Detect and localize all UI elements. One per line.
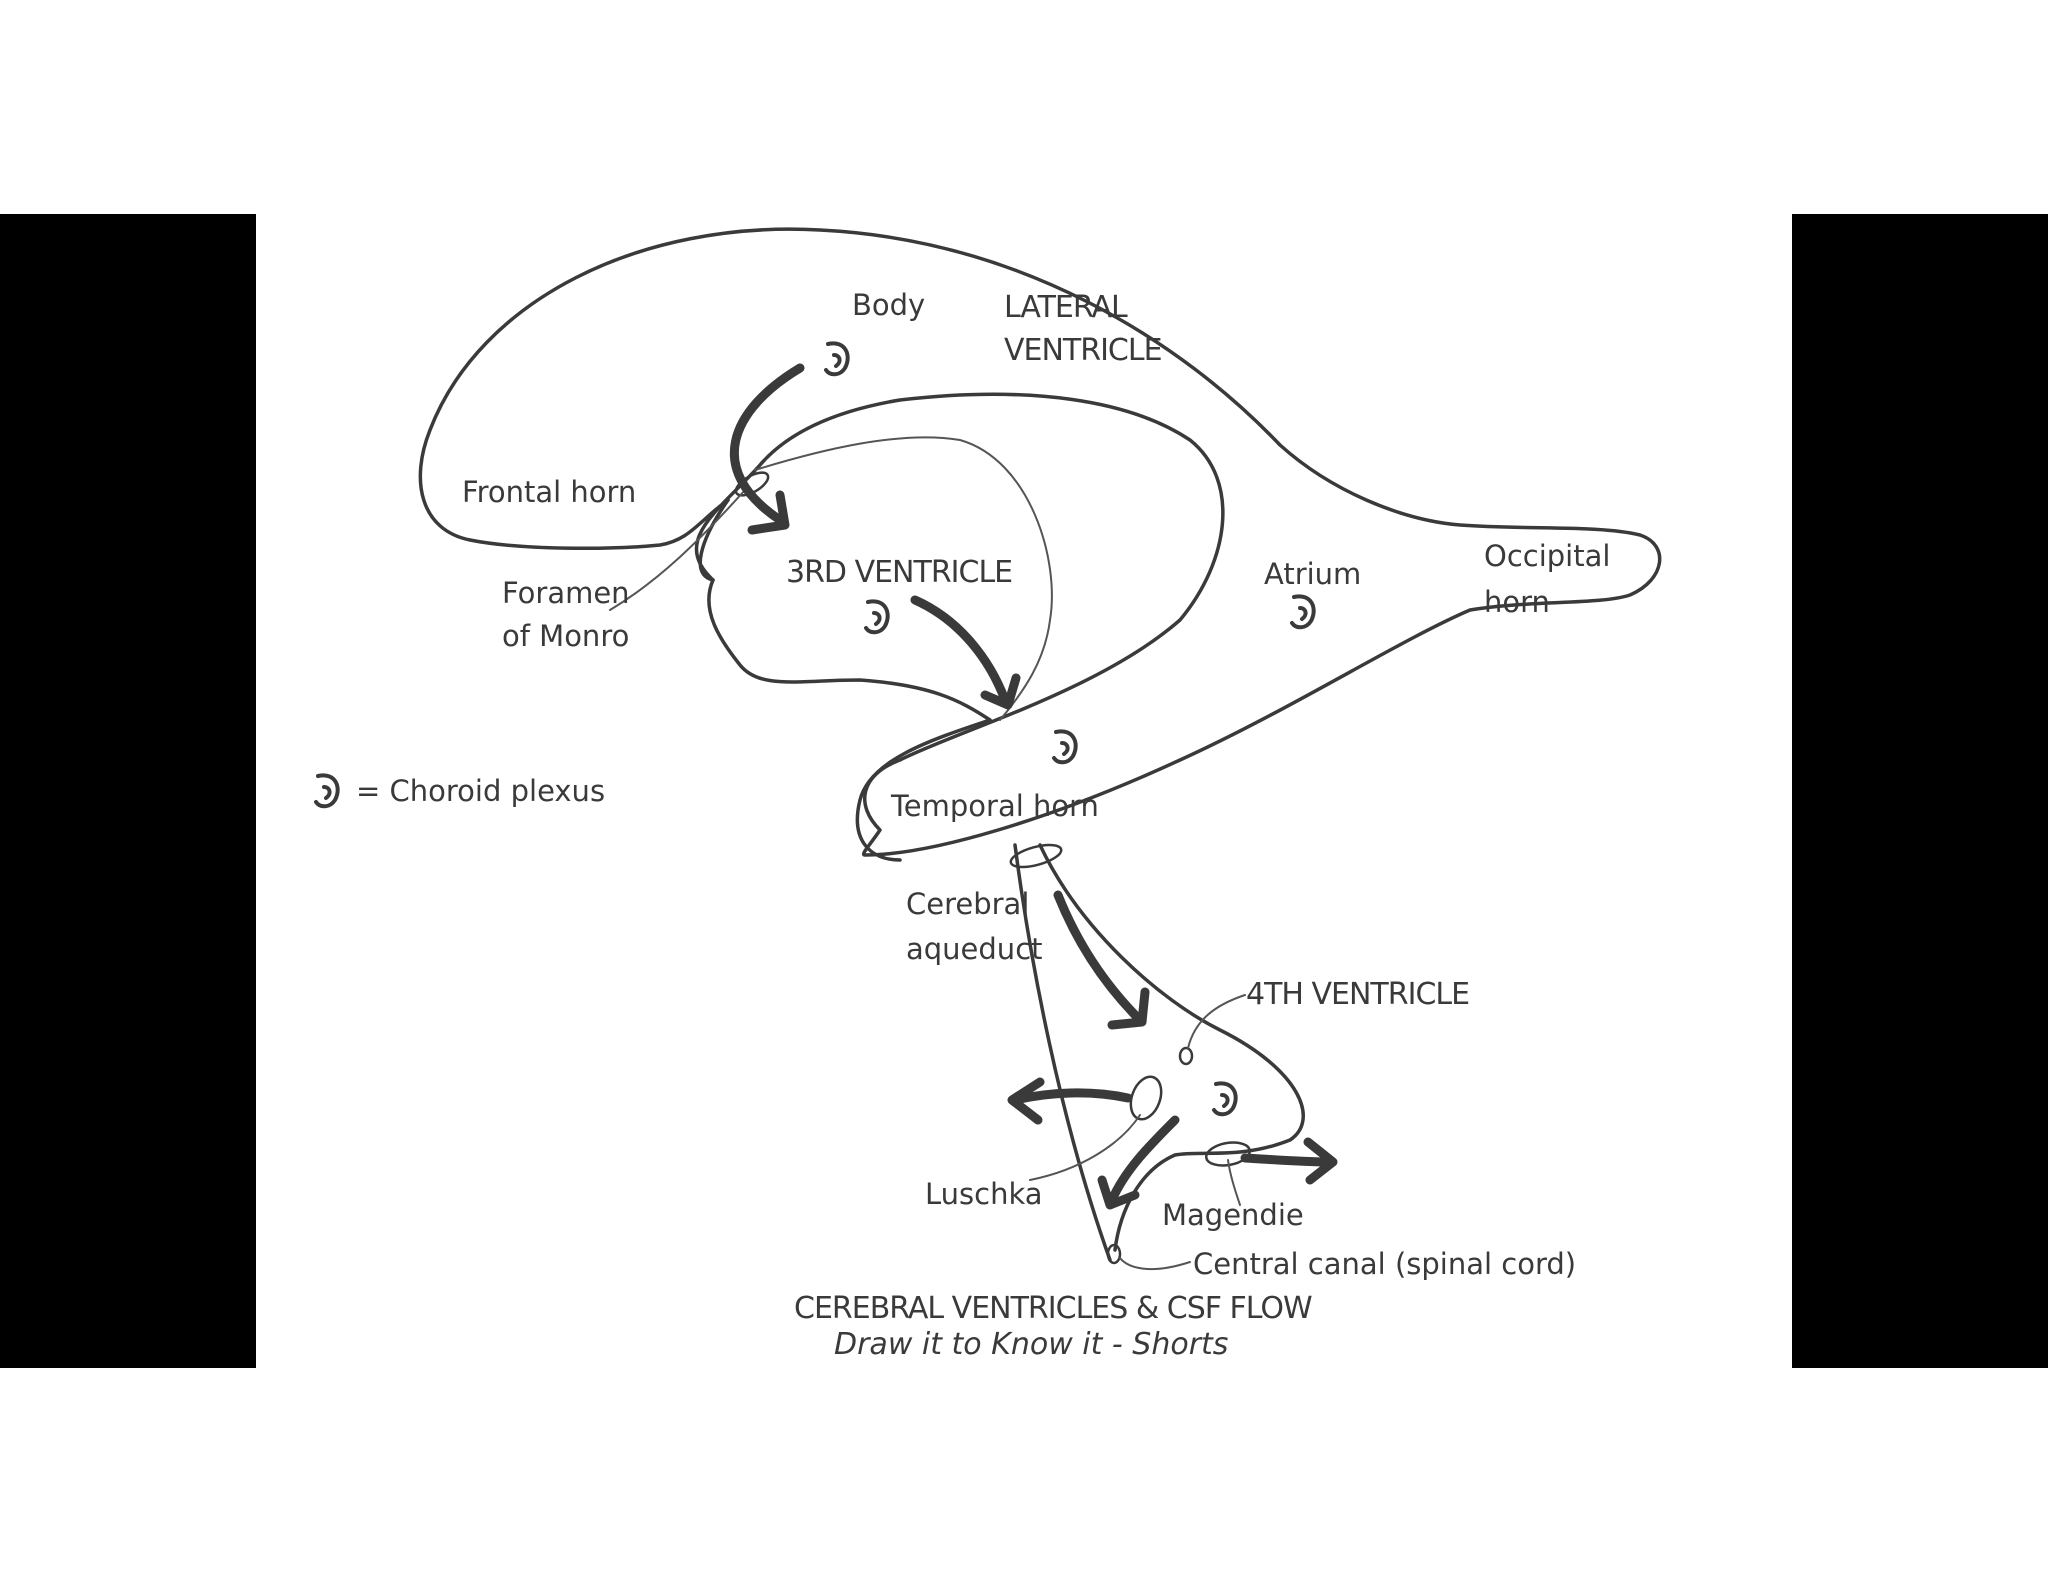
fourth-ventricle-marker [1178, 1046, 1194, 1066]
left-black-bar [0, 214, 256, 1368]
arrow-luschka-out [1010, 1088, 1133, 1105]
choroid-plexus-icon-body [824, 341, 850, 377]
arrow-luschka-out-head [1007, 1077, 1045, 1125]
label-occipital-2: horn [1484, 585, 1550, 619]
arrow-body-to-monro-head [747, 490, 790, 535]
central-canal-pointer-line [1119, 1257, 1191, 1270]
choroid-plexus-icon-atrium [1290, 594, 1316, 630]
label-lateral-2: VENTRICLE [1004, 333, 1162, 368]
foramen-of-monro-oval [734, 471, 770, 497]
choroid-plexus-icon-legend [314, 773, 340, 809]
legend-label: = Choroid plexus [356, 774, 605, 808]
foramen-pointer-line [609, 489, 746, 611]
aqueduct-outline [1013, 843, 1112, 1262]
label-frontal-horn: Frontal horn [462, 475, 636, 509]
arrow-fourth-to-canal-head [1097, 1175, 1140, 1210]
luschka-pointer-line [1029, 1114, 1141, 1181]
choroid-plexus-icon-temporal [1052, 729, 1078, 765]
caption-title: CEREBRAL VENTRICLES & CSF FLOW [794, 1291, 1312, 1326]
choroid-plexus-icon-third [864, 599, 890, 635]
central-canal-circle [1106, 1243, 1122, 1265]
label-luschka: Luschka [925, 1177, 1043, 1211]
label-occipital-1: Occipital [1484, 539, 1610, 573]
label-lateral-1: LATERAL [1004, 290, 1128, 325]
choroid-plexus-icon-fourth [1212, 1081, 1238, 1117]
lateral-ventricle-outline [418, 227, 1662, 857]
arrow-fourth-to-canal [1107, 1115, 1180, 1205]
right-black-bar [1792, 214, 2048, 1368]
arrow-third-to-aqueduct [910, 595, 1010, 705]
arrow-aqueduct-to-fourth [1053, 890, 1145, 1025]
magendie-oval [1205, 1141, 1251, 1167]
inner-thin-line [754, 436, 1053, 721]
caption-subtitle: Draw it to Know it - Shorts [834, 1327, 1228, 1362]
label-foramen-2: of Monro [502, 619, 629, 653]
label-foramen-1: Foramen [502, 576, 630, 610]
label-atrium: Atrium [1264, 557, 1361, 591]
fourth-ventricle-pointer-line [1187, 994, 1246, 1049]
label-body: Body [852, 288, 925, 322]
label-aqueduct-2: aqueduct [906, 932, 1043, 966]
arrow-body-to-monro [729, 363, 805, 525]
label-aqueduct-1: Cerebral [906, 887, 1029, 921]
magendie-pointer-line [1227, 1159, 1241, 1206]
fourth-ventricle-outline [1038, 843, 1305, 1252]
temporal-horn-outline [855, 718, 992, 862]
arrow-magendie-out-head [1303, 1137, 1338, 1185]
arrow-aqueduct-to-fourth-head [1107, 987, 1150, 1030]
arrow-third-to-aqueduct-head [980, 673, 1021, 710]
label-temporal-horn: Temporal horn [890, 789, 1099, 823]
label-fourth-ventricle: 4TH VENTRICLE [1246, 977, 1469, 1012]
aqueduct-oval [1009, 843, 1063, 869]
label-central-canal: Central canal (spinal cord) [1193, 1247, 1576, 1281]
arrow-magendie-out [1240, 1153, 1335, 1167]
third-ventricle-outline [698, 498, 992, 722]
label-third-ventricle: 3RD VENTRICLE [786, 555, 1012, 590]
label-magendie: Magendie [1162, 1198, 1304, 1232]
